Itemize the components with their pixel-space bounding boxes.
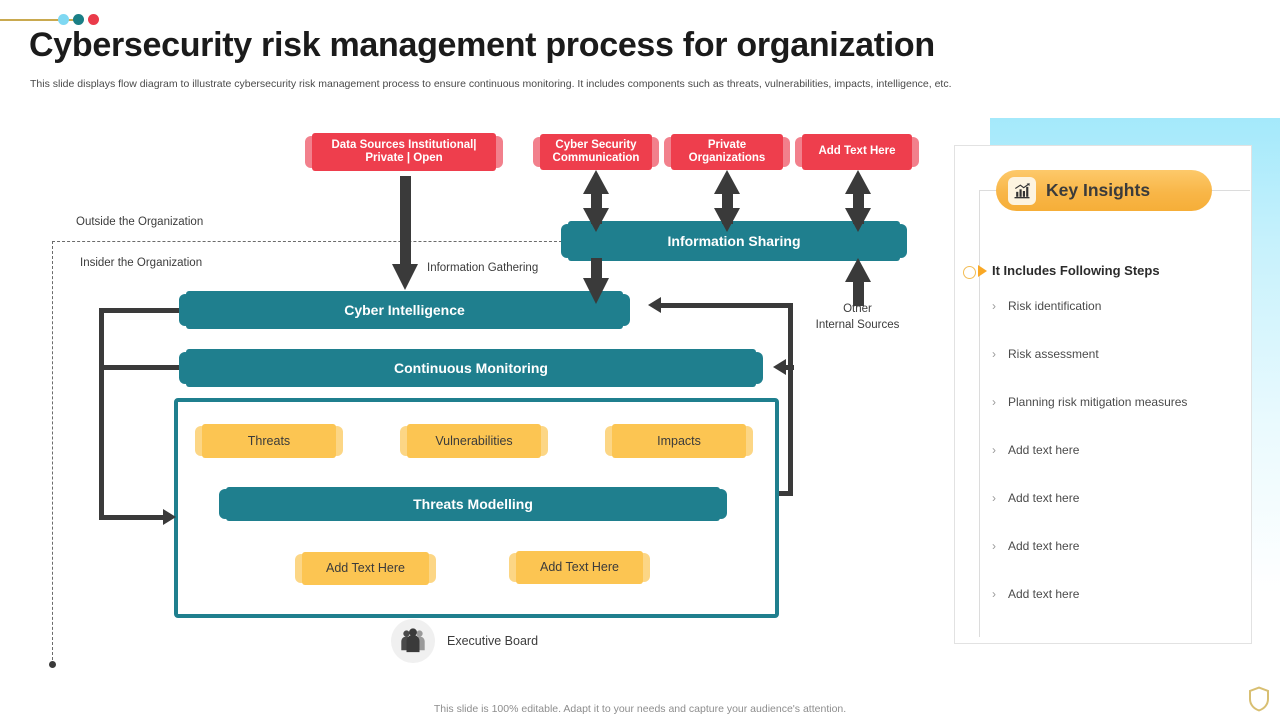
add-text-box-label: Add Text Here [302,552,429,585]
left-branch-arrowhead [163,509,176,525]
add-text-box-left[interactable]: Add Text Here [295,552,436,585]
label-other-internal-sources: Other Internal Sources [800,302,915,333]
arrow-down-into-information-sharing-mid [714,198,740,234]
org-boundary-horizontal [52,241,562,242]
list-item: › Risk identification [992,299,1101,313]
decor-line [0,19,78,21]
threats-modelling-label: Threats Modelling [226,487,720,521]
list-item: › Add text here [992,539,1079,553]
arrow-down-into-information-sharing-right [845,198,871,234]
label-insider-organization: Insider the Organization [80,257,203,269]
step-label: Add text here [1008,587,1080,601]
source-box-label: Data Sources Institutional| Private | Op… [312,133,496,171]
right-bus-vertical [788,303,793,496]
other-internal-line1: Other [843,303,872,315]
cyber-intelligence-label: Cyber Intelligence [186,291,623,329]
decor-dot-blue [58,14,69,25]
cyber-intelligence-bar[interactable]: Cyber Intelligence [179,291,630,329]
step-label: Add text here [1008,539,1080,553]
footer-note: This slide is 100% editable. Adapt it to… [433,703,847,715]
key-insights-label: Key Insights [1046,180,1151,200]
arrow-down-to-cyber-intelligence [583,258,609,304]
other-internal-line2: Internal Sources [815,318,900,331]
left-branch-threats-frame [99,515,164,520]
right-branch-cyber-intelligence [660,303,791,308]
step-label: Add text here [1008,443,1080,457]
right-branch-threats-frame [770,491,793,496]
risk-box-label: Impacts [612,424,746,458]
left-branch-continuous-monitoring [99,365,187,370]
risk-box-threats[interactable]: Threats [195,424,343,458]
left-branch-cyber-intelligence [99,308,187,313]
chevron-right-icon: › [992,491,996,505]
chevron-right-icon: › [992,395,996,409]
list-item: › Add text here [992,587,1079,601]
shield-icon [1248,686,1270,717]
insights-card-vertical-rule [979,190,980,637]
step-label: Planning risk mitigation measures [1008,395,1188,409]
list-item: › Planning risk mitigation measures [992,395,1187,409]
key-insights-pill[interactable]: Key Insights [996,170,1212,211]
continuous-monitoring-label: Continuous Monitoring [186,349,756,387]
insights-card [954,145,1252,644]
label-information-gathering: Information Gathering [427,262,539,274]
add-text-box-right[interactable]: Add Text Here [509,551,650,584]
step-label: Add text here [1008,491,1080,505]
source-box-label: Cyber Security Communication [540,134,652,170]
page-title: Cybersecurity risk management process fo… [29,26,935,64]
right-arrowhead-continuous-monitoring [773,359,786,375]
people-group-icon [391,619,435,663]
chevron-right-icon: › [992,347,996,361]
risk-box-label: Vulnerabilities [407,424,541,458]
steps-bullet-marker [963,266,976,279]
steps-heading: It Includes Following Steps [992,263,1160,278]
chevron-right-icon: › [992,587,996,601]
org-boundary-endpoint [49,661,56,668]
source-box-cyber-security-communication[interactable]: Cyber Security Communication [533,134,659,170]
arrow-down-data-sources [392,176,418,290]
label-outside-organization: Outside the Organization [76,216,204,228]
source-box-data-sources[interactable]: Data Sources Institutional| Private | Op… [305,133,503,171]
step-label: Risk assessment [1008,347,1099,361]
right-branch-continuous-monitoring [786,365,794,370]
list-item: › Add text here [992,443,1079,457]
source-box-label: Add Text Here [802,134,912,170]
executive-board: Executive Board [391,619,538,663]
arrow-up-other-internal-sources [845,258,871,306]
source-box-add-text-here[interactable]: Add Text Here [795,134,919,170]
right-arrowhead-cyber-intelligence [648,297,661,313]
chevron-right-icon: › [992,299,996,313]
risk-box-label: Threats [202,424,336,458]
decor-dot-red [88,14,99,25]
org-boundary-vertical [52,241,53,665]
triangle-right-icon [978,265,987,277]
list-item: › Risk assessment [992,347,1099,361]
source-box-private-organizations[interactable]: Private Organizations [664,134,790,170]
decor-dot-teal [73,14,84,25]
risk-box-vulnerabilities[interactable]: Vulnerabilities [400,424,548,458]
add-text-box-label: Add Text Here [516,551,643,584]
arrow-down-into-information-sharing-left [583,198,609,234]
chevron-right-icon: › [992,539,996,553]
threats-modelling-bar[interactable]: Threats Modelling [219,487,727,521]
source-box-label: Private Organizations [671,134,783,170]
bar-chart-icon [1008,176,1036,205]
risk-box-impacts[interactable]: Impacts [605,424,753,458]
step-label: Risk identification [1008,299,1102,313]
left-bus-vertical [99,308,104,520]
page-subtitle: This slide displays flow diagram to illu… [30,78,952,90]
header-decoration [0,14,140,26]
executive-board-label: Executive Board [447,634,539,648]
list-item: › Add text here [992,491,1079,505]
chevron-right-icon: › [992,443,996,457]
continuous-monitoring-bar[interactable]: Continuous Monitoring [179,349,763,387]
